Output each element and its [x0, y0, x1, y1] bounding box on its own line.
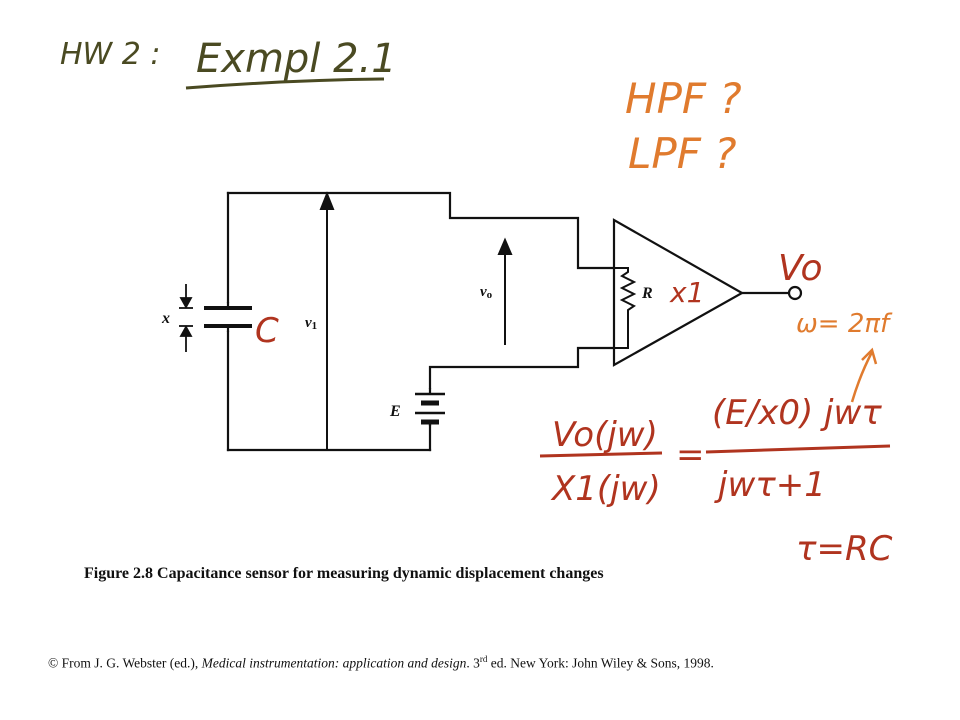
underline-stroke	[185, 77, 385, 90]
handwritten-C: C	[255, 311, 279, 351]
source-credit: © From J. G. Webster (ed.), Medical inst…	[48, 654, 714, 671]
handwritten-hpf: HPF ?	[625, 74, 742, 123]
handwritten-tau: τ=RC	[796, 529, 893, 569]
output-terminal	[787, 285, 803, 301]
label-E: E	[389, 403, 401, 420]
arrowhead-icon	[861, 347, 878, 365]
label-v1: v1	[305, 315, 317, 332]
resistor-symbol	[614, 267, 637, 349]
handwritten-lhs-numerator: Vo(jw)	[552, 415, 658, 455]
handwritten-Vo: Vo	[778, 248, 823, 289]
handwritten-x1: x1	[669, 276, 704, 309]
figure-caption: Figure 2.8 Capacitance sensor for measur…	[84, 565, 604, 582]
v1-arrow	[319, 191, 335, 450]
label-R: R	[641, 285, 653, 302]
label-vo: vo	[480, 284, 493, 301]
wire-top-left	[226, 191, 616, 270]
handwritten-rhs-denominator: jwτ+1	[714, 465, 826, 505]
handwritten-lhs-denominator: X1(jw)	[550, 469, 661, 509]
amplifier-triangle	[612, 218, 745, 367]
handwritten-rhs-numerator: (E/x0) jwτ	[712, 393, 882, 433]
handwritten-omega: ω= 2πf	[796, 309, 893, 339]
wire-lower-right	[428, 346, 616, 390]
label-x: x	[161, 310, 170, 327]
handwritten-example: Exmpl 2.1	[196, 36, 397, 82]
displacement-arrows	[179, 284, 193, 352]
handwritten-lpf: LPF ?	[628, 129, 737, 178]
vo-arrow	[497, 237, 513, 345]
arrow-omega-to-tau	[850, 351, 874, 403]
fraction-bar-right	[705, 444, 891, 454]
handwritten-equals: =	[676, 435, 705, 475]
battery-symbol	[415, 388, 445, 426]
handwritten-hw: HW 2 :	[60, 37, 161, 72]
fraction-bar-left	[539, 451, 663, 458]
